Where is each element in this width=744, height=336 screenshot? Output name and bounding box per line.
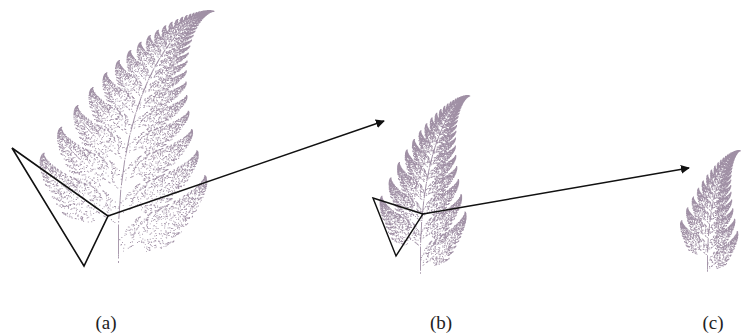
- fern-group: [40, 10, 741, 274]
- map-triangle: [12, 148, 108, 266]
- map-arrow: [423, 168, 689, 214]
- map-arrow: [108, 121, 384, 216]
- panel-label: (a): [95, 312, 116, 334]
- panel-label: (b): [430, 312, 452, 334]
- map-triangle: [373, 198, 423, 256]
- fern-fractal: [680, 150, 741, 272]
- panel-label: (c): [702, 312, 723, 334]
- fern-fractal: [40, 10, 215, 263]
